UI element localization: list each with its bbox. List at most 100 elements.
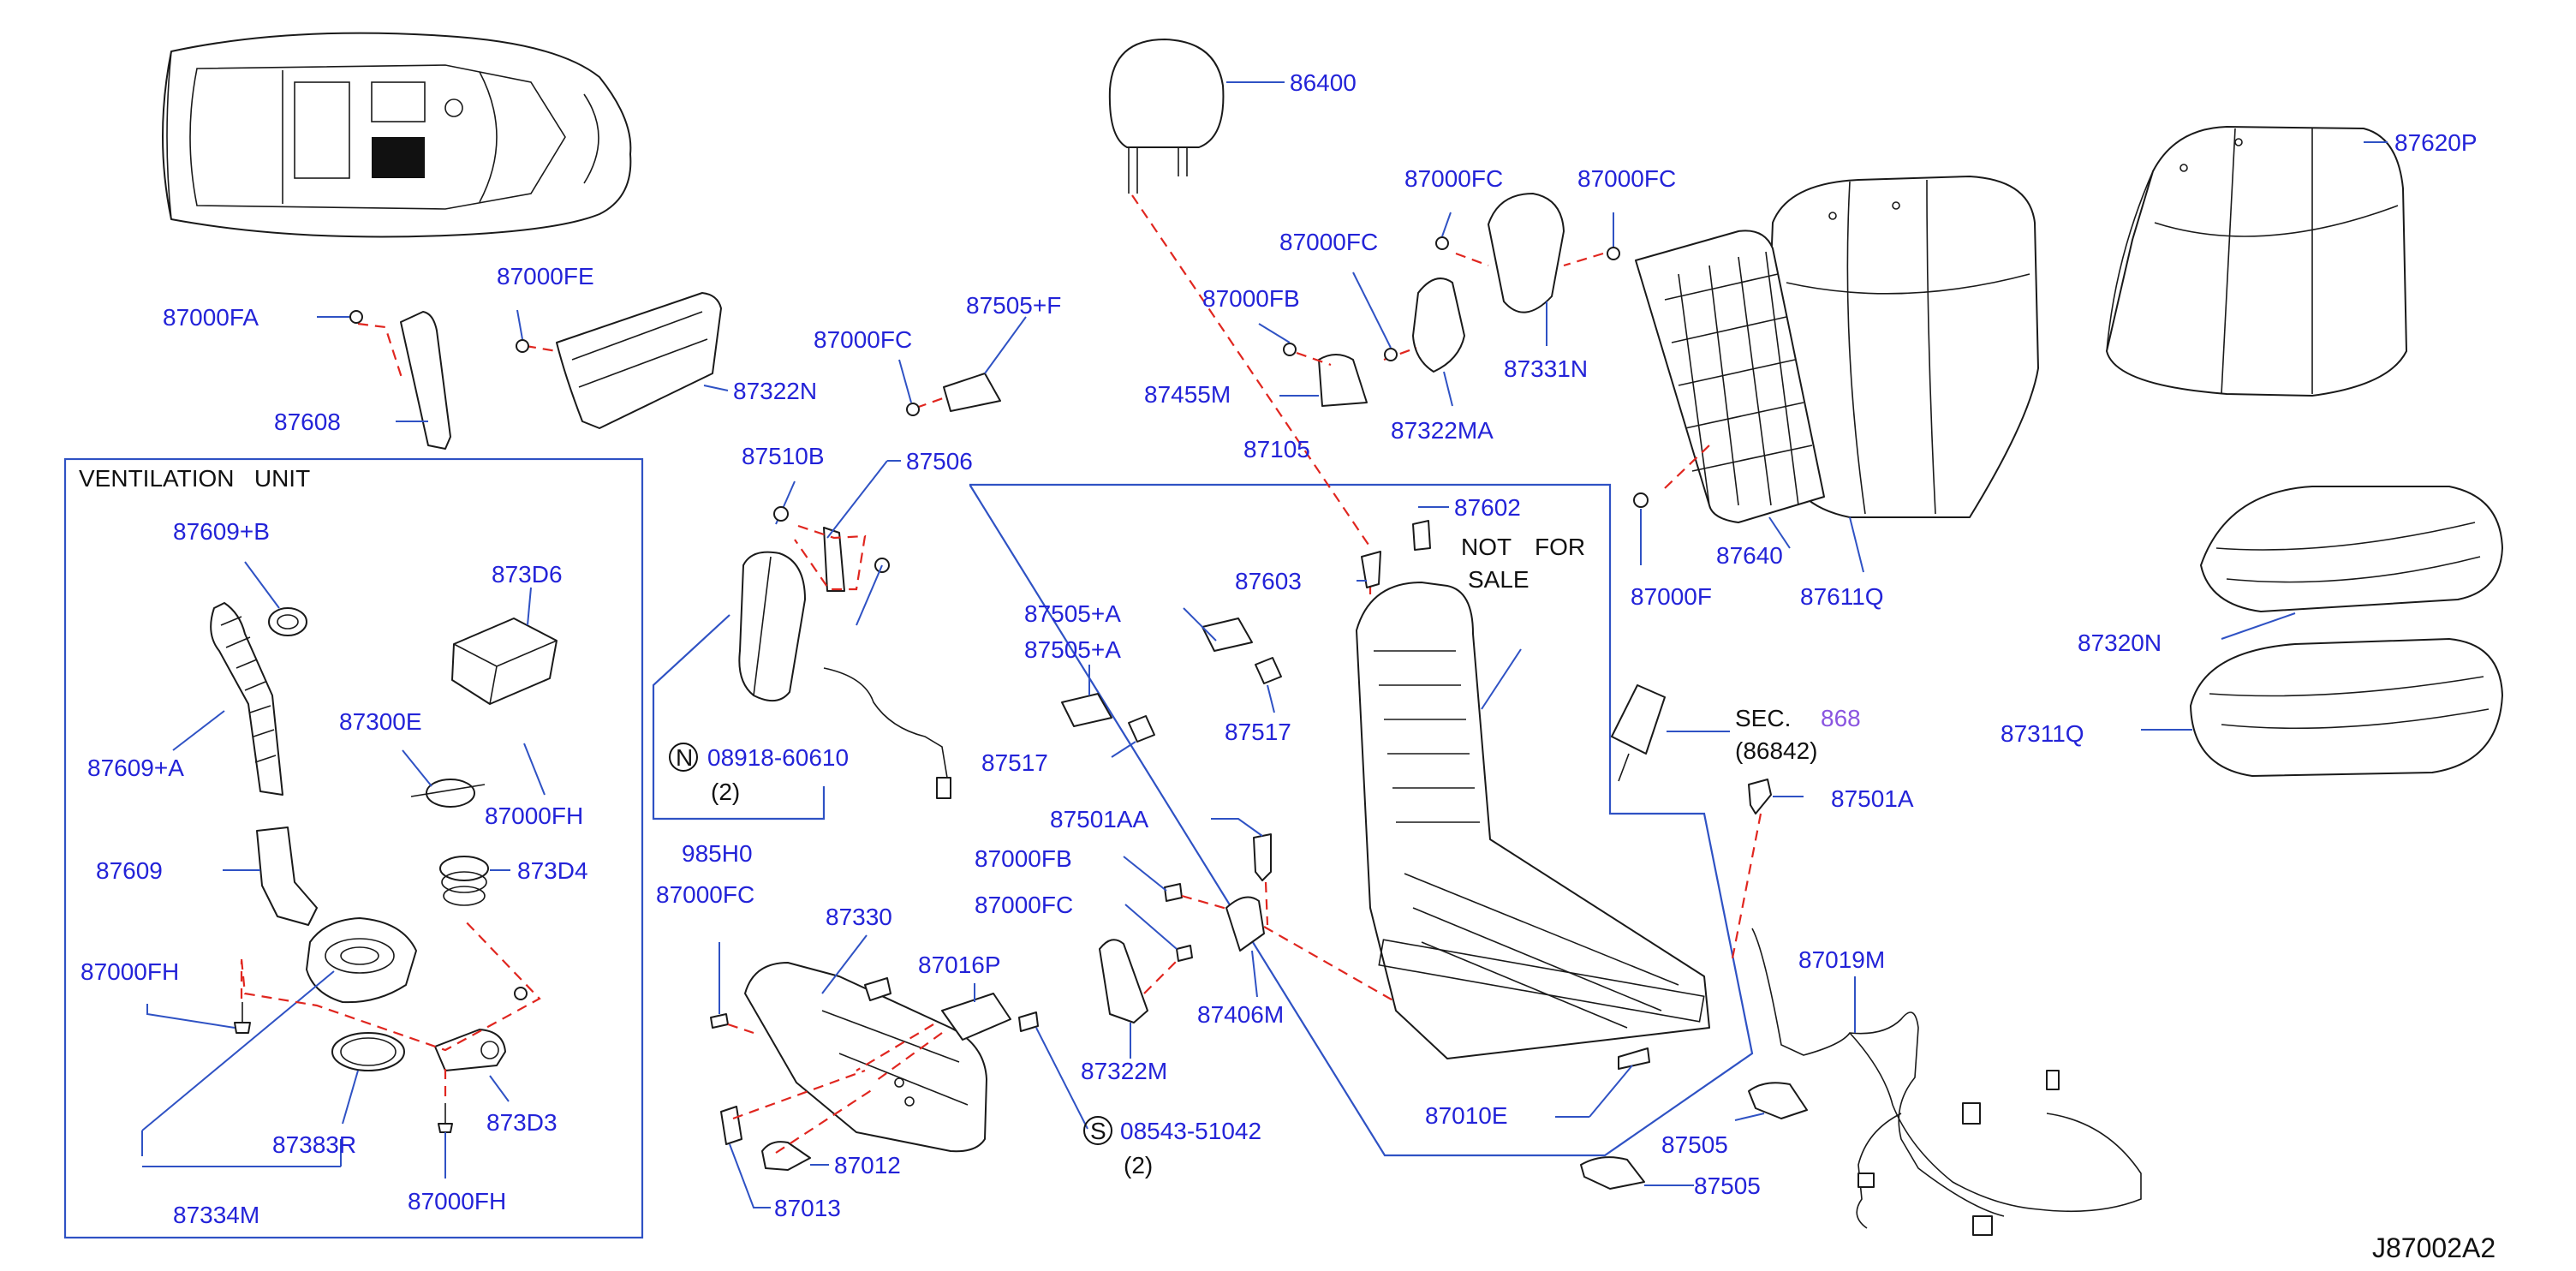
airbag-group-outline [652, 614, 826, 820]
lever-87322M [1099, 939, 1148, 1023]
label-87012: 87012 [834, 1152, 901, 1179]
label-87501A: 87501A [1831, 785, 1914, 812]
fan-873D4 [439, 856, 489, 906]
cover-87406M [1225, 896, 1265, 952]
label-87334M: 87334M [173, 1202, 259, 1228]
label-87000F: 87000F [1631, 583, 1712, 610]
sec-number-link[interactable]: 868 [1821, 705, 1861, 731]
label-87320N: 87320N [2078, 630, 2162, 656]
label-87000FC-f: 87000FC [975, 892, 1073, 918]
label-87501AA: 87501AA [1050, 806, 1149, 832]
screw-87000FH-left [234, 1002, 251, 1034]
side-trim-87330 [744, 962, 987, 1153]
seat-position-marker [372, 137, 425, 178]
cover-87455M [1318, 354, 1368, 407]
label-87640: 87640 [1716, 542, 1783, 569]
label-87000FA: 87000FA [163, 304, 259, 331]
n-symbol-circle [669, 743, 698, 772]
label-87505-a: 87505 [1661, 1131, 1728, 1158]
label-87322N: 87322N [733, 378, 817, 404]
label-87013: 87013 [774, 1195, 841, 1221]
fastener-87602 [1412, 520, 1431, 551]
sensor-87300E [410, 779, 486, 808]
label-873D6: 873D6 [492, 561, 563, 588]
screw-87000FC-side [710, 1013, 729, 1029]
seat-back-board-87640 [1635, 230, 1825, 523]
guide-87505A-upper [1202, 618, 1253, 652]
label-87517-a: 87517 [1225, 719, 1291, 745]
s-part-number: 08543-51042 [1120, 1118, 1261, 1144]
harness-87019M [1751, 928, 2142, 1236]
label-87311Q: 87311Q [2001, 720, 2084, 747]
label-87517-b: 87517 [981, 749, 1048, 776]
cover-87505-upper [1748, 1082, 1808, 1119]
headrest-86400 [1108, 39, 1225, 194]
label-87510B: 87510B [742, 443, 825, 469]
cover-87322N [556, 292, 722, 429]
controller-873D6 [451, 618, 558, 705]
label-87505F: 87505+F [966, 292, 1061, 319]
label-873D3: 873D3 [486, 1109, 558, 1136]
label-87000FB-a: 87000FB [1202, 285, 1300, 312]
label-87322MA: 87322MA [1391, 417, 1494, 444]
s-symbol-circle [1083, 1116, 1112, 1145]
label-87000FH-c: 87000FH [408, 1188, 506, 1214]
label-87406M: 87406M [1197, 1001, 1284, 1028]
label-87000FH-b: 87000FH [80, 958, 179, 985]
knob-cover-87331N [1488, 193, 1565, 313]
seat-back-cover-87620P [2106, 126, 2407, 397]
label-985H0: 985H0 [682, 840, 753, 867]
blower-unit [306, 917, 417, 1004]
airbag-module [738, 551, 806, 701]
n-quantity: (2) [711, 779, 740, 805]
label-87620P: 87620P [2394, 129, 2478, 156]
guide-87517-lower [1128, 715, 1155, 743]
screw-87000FC-mid [1176, 945, 1193, 962]
label-87019M: 87019M [1798, 946, 1885, 973]
switch-87016P [864, 977, 1011, 1041]
label-87608: 87608 [274, 409, 341, 435]
label-87000FB-b: 87000FB [975, 845, 1072, 872]
label-87322M: 87322M [1081, 1058, 1167, 1084]
label-87611Q: 87611Q [1800, 583, 1884, 610]
not-for-sale-word-3: SALE [1468, 566, 1530, 593]
not-for-sale-word-2: FOR [1535, 534, 1585, 560]
seat-frame-group-outline [969, 483, 1754, 1157]
sec-sub-number: (86842) [1735, 737, 1818, 764]
label-87505A-a: 87505+A [1024, 600, 1121, 627]
screw-87000FB-mid [1164, 883, 1183, 902]
duct-87609 [256, 826, 318, 926]
label-87000FC-b: 87000FC [1577, 165, 1676, 192]
seat-cushion-cover-87320N [2200, 486, 2503, 612]
screw-87000FH-lower [438, 1103, 453, 1133]
seal-87383R [331, 1032, 405, 1071]
label-87506: 87506 [906, 448, 973, 474]
n-part-number: 08918-60610 [707, 744, 849, 771]
duct-87609A [210, 602, 283, 796]
seat-frame-87105 [1356, 582, 1710, 1059]
label-87609B: 87609+B [173, 518, 270, 545]
label-87383R: 87383R [272, 1131, 356, 1158]
guide-87505A-lower [1061, 693, 1112, 727]
motor-873D3 [434, 1029, 506, 1071]
label-87602: 87602 [1454, 494, 1521, 521]
fastener-87603 [1361, 551, 1381, 588]
label-87330: 87330 [826, 904, 892, 930]
seat-back-pad-87611Q [1768, 176, 2039, 518]
label-87010E: 87010E [1425, 1102, 1508, 1129]
bolt-87501AA [1253, 833, 1272, 881]
seat-belt-buckle [1611, 684, 1666, 782]
n-symbol: N [676, 744, 693, 771]
s-symbol: S [1090, 1118, 1106, 1144]
label-87455M: 87455M [1144, 381, 1231, 408]
label-87505-b: 87505 [1694, 1173, 1761, 1199]
car-overview-illustration [162, 32, 632, 238]
knob-87012 [761, 1141, 811, 1171]
ventilation-unit-title: VENTILATION UNIT [79, 465, 310, 492]
label-87000FC-c: 87000FC [1279, 229, 1378, 255]
clip-87505F [943, 373, 1001, 412]
sec-prefix: SEC. [1735, 705, 1791, 731]
trim-87608 [400, 311, 451, 450]
seat-cushion-pad-87311Q [2190, 638, 2503, 777]
